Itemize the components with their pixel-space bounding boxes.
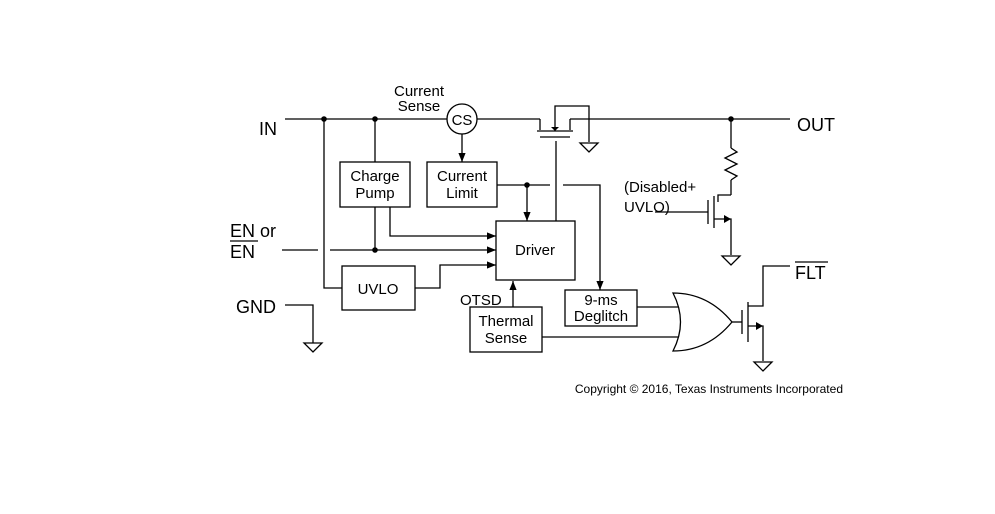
pass-fet <box>537 105 600 153</box>
junction-dot <box>372 116 378 122</box>
disfet-source <box>714 218 732 255</box>
charge-pump-label-line1: Charge <box>350 168 399 185</box>
pin-in: IN <box>259 119 277 139</box>
pin-gnd: GND <box>236 297 276 317</box>
disabled-label-line2: UVLO) <box>624 199 670 216</box>
pin-en-line2: EN <box>230 242 255 262</box>
junctions <box>321 116 734 253</box>
disfet-drain <box>717 194 731 202</box>
charge-pump-label-line2: Pump <box>355 185 394 202</box>
junction-dot <box>321 116 327 122</box>
or-gate <box>671 292 733 352</box>
ground-icon <box>752 361 774 372</box>
fltfet-drain <box>748 265 790 307</box>
cs-circle <box>446 103 478 135</box>
current-limit-label-line2: Limit <box>446 185 479 202</box>
uvlo-box <box>341 265 416 311</box>
uvlo-label: UVLO <box>358 281 399 298</box>
current-sense-label-line1: Current <box>394 83 445 100</box>
otsd-label: OTSD <box>460 292 502 309</box>
pass-fet-body-tie <box>554 105 590 142</box>
pin-flt: FLT <box>795 263 826 283</box>
block-thermal-sense: Thermal Sense <box>469 306 543 353</box>
flt-fet <box>741 265 790 372</box>
thermal-sense-label-line2: Sense <box>485 330 528 347</box>
disabled-label-line1: (Disabled+ <box>624 179 696 196</box>
driver-box <box>495 220 576 281</box>
charge-pump-box <box>339 161 411 208</box>
copyright-text: Copyright © 2016, Texas Instruments Inco… <box>575 382 843 396</box>
current-limit-box <box>426 161 498 208</box>
wire-gnd <box>285 304 314 343</box>
deglitch-label-line2: Deglitch <box>574 308 628 325</box>
discharge-circuit <box>655 119 742 266</box>
junction-dot <box>524 182 530 188</box>
junction-dot <box>372 247 378 253</box>
deglitch-box <box>564 289 638 327</box>
block-driver: Driver <box>495 220 576 281</box>
cs-label: CS <box>452 112 473 129</box>
wire-in-to-uvlo <box>323 119 342 289</box>
block-charge-pump: Charge Pump <box>339 161 411 208</box>
current-sense-label-line2: Sense <box>398 98 441 115</box>
wire-uvlo-to-driver <box>415 261 496 289</box>
ground-icon <box>578 142 600 153</box>
block-current-limit: Current Limit <box>426 161 498 208</box>
wire-to-deglitch <box>563 184 604 290</box>
current-sense-node: CS <box>446 103 478 135</box>
ground-icon <box>720 255 742 266</box>
pin-en-line1: EN or <box>230 221 276 241</box>
thermal-sense-box <box>469 306 543 353</box>
block-deglitch: 9-ms Deglitch <box>564 289 638 327</box>
block-uvlo: UVLO <box>341 265 416 311</box>
fltfet-source <box>748 325 764 361</box>
deglitch-label-line1: 9-ms <box>584 292 617 309</box>
fltfet-arrow <box>756 322 763 330</box>
driver-label: Driver <box>515 242 555 259</box>
ground-icon <box>302 342 324 353</box>
disfet-arrow <box>724 215 731 223</box>
current-limit-label-line1: Current <box>437 168 488 185</box>
wires <box>282 118 790 343</box>
wire-chargepump-to-driver <box>389 207 496 240</box>
resistor-icon <box>723 147 739 181</box>
thermal-sense-label-line1: Thermal <box>478 313 533 330</box>
pin-out: OUT <box>797 115 835 135</box>
